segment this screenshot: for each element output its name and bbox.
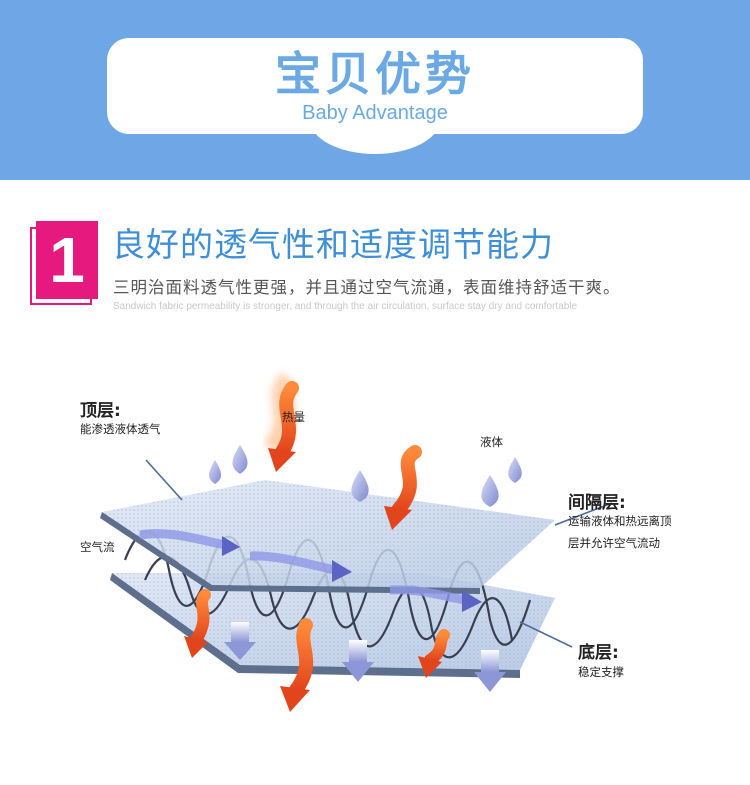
top-layer-title: 顶层: [80,401,121,421]
top-layer-desc: 能渗透液体透气 [80,422,161,436]
droplet-icon [508,457,522,483]
liquid-drops [208,445,522,507]
label-pointers [145,459,613,648]
airflow-arrow-icon [222,536,240,556]
bottom-layer-title: 底层: [578,643,619,663]
feature-title: 良好的透气性和适度调节能力 [112,225,554,264]
spacer-layer-desc-2: 层并允许空气流动 [568,536,660,550]
airflow-label: 空气流 [80,540,115,554]
airflow-arrows [139,529,482,612]
fabric-layer-diagram [100,372,613,712]
heat-label: 热量 [282,410,305,424]
number-badge: 1 [36,221,98,299]
header-banner: 宝贝优势 Baby Advantage [0,0,750,180]
heat-arrow-icon [268,448,296,472]
page-title: 宝贝优势 [275,47,475,101]
feature-description-en: Sandwich fabric permeability is stronger… [113,301,578,312]
droplet-icon [208,460,222,484]
heat-arrows-bottom [184,589,450,712]
droplet-icon [481,475,499,507]
feature-description: 三明治面料透气性更强，并且通过空气流通，表面维持舒适干爽。 [113,278,621,297]
top-fabric-layer [100,480,555,594]
bottom-layer-desc: 稳定支撑 [578,665,624,679]
heat-arrows-top [263,372,422,530]
liquid-label: 液体 [480,435,503,449]
liquid-down-arrows [224,622,506,692]
spacer-layer-desc-1: 运输液体和热远离顶 [568,514,672,528]
page-subtitle: Baby Advantage [302,102,448,124]
droplet-icon [351,470,369,502]
droplet-icon [232,445,248,474]
spacer-layer-title: 间隔层: [568,493,626,513]
down-arrow-icon [224,622,256,660]
title-card [107,38,643,134]
